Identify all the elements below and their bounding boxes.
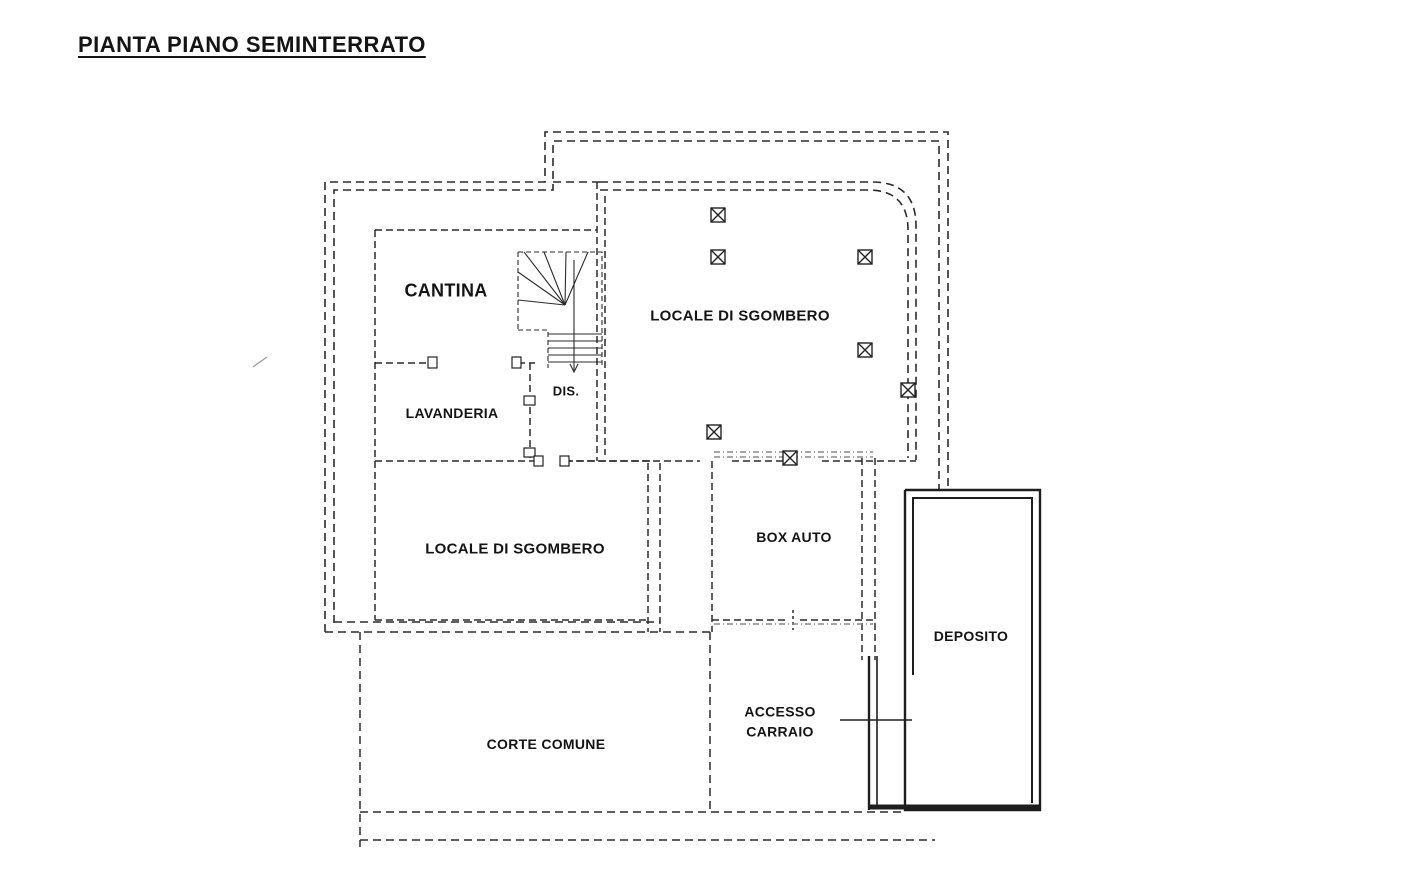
page-title: PIANTA PIANO SEMINTERRATO [78,32,426,57]
column [900,382,916,398]
deposito-walls [867,488,1042,812]
room-label-dis: DIS. [552,383,580,399]
column [782,450,798,466]
column [857,342,873,358]
stair-arrow [569,363,579,374]
column [710,249,726,265]
column [710,207,726,223]
room-label-lavanderia: LAVANDERIA [405,405,499,421]
outer-boundary-walls [324,131,949,633]
column [706,424,722,440]
stray-mark [252,356,268,368]
column [857,249,873,265]
room-label-accesso-carraio: ACCESSO CARRAIO [744,703,816,740]
columns [706,207,916,466]
room-label-locale-sgombero-top: LOCALE DI SGOMBERO [650,307,830,325]
room-label-box-auto: BOX AUTO [756,529,832,545]
interior-walls [374,182,916,660]
stairs [517,251,603,374]
door-symbols [427,356,570,467]
room-label-locale-sgombero-bottom: LOCALE DI SGOMBERO [425,540,605,558]
room-label-corte-comune: CORTE COMUNE [486,736,606,752]
room-label-cantina: CANTINA [404,280,488,301]
corte-comune-boundary [359,632,935,847]
room-label-deposito: DEPOSITO [933,628,1009,644]
